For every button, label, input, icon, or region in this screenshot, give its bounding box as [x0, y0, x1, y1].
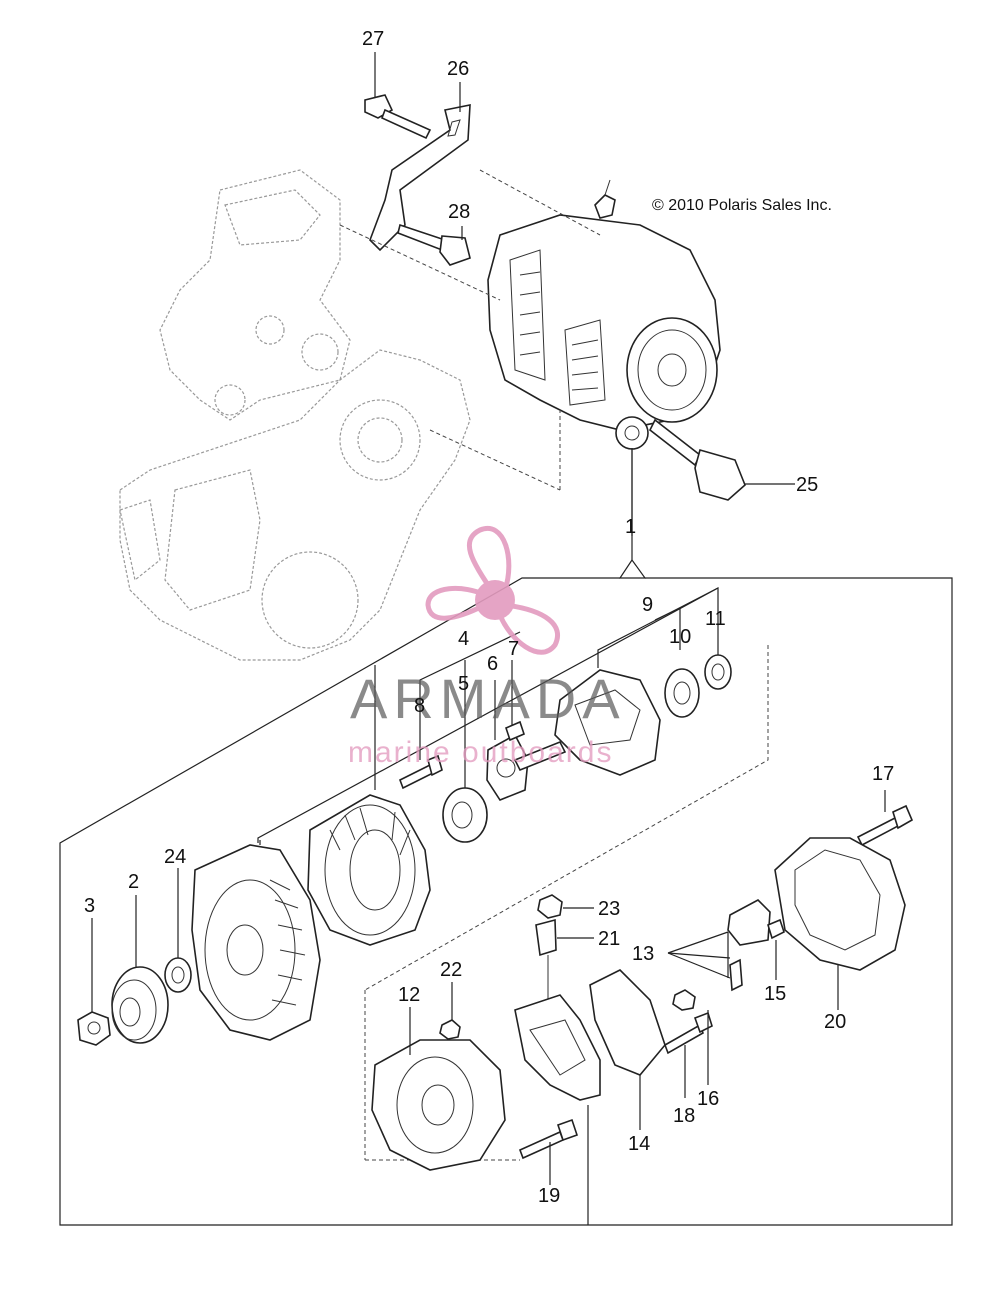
callout-17: 17: [872, 763, 894, 785]
callout-28: 28: [448, 201, 470, 223]
bearing-10: [664, 668, 700, 718]
callout-18: 18: [673, 1105, 695, 1127]
nut-23: [537, 894, 563, 919]
callout-13: 13: [632, 943, 654, 965]
rectifier: [514, 955, 601, 1101]
front-housing: [191, 844, 321, 1041]
nut-16: [672, 989, 696, 1011]
callout-8: 8: [414, 695, 425, 717]
bolt-8: [398, 754, 443, 790]
callout-5: 5: [458, 673, 469, 695]
copyright-text: © 2010 Polaris Sales Inc.: [652, 197, 832, 214]
assembly-frame: [59, 448, 953, 1226]
callout-7: 7: [508, 638, 519, 660]
callout-14: 14: [628, 1133, 650, 1155]
callout-10: 10: [669, 626, 691, 648]
callout-9: 9: [642, 594, 653, 616]
callout-27: 27: [362, 28, 384, 50]
rotor-9: [513, 669, 661, 776]
callout-4: 4: [458, 628, 469, 650]
callout-22: 22: [440, 959, 462, 981]
callout-1: 1: [625, 516, 636, 538]
bolt-25: [648, 418, 746, 501]
insulator-21: [535, 918, 557, 957]
washer-11: [704, 654, 732, 690]
spacer-24: [164, 957, 192, 993]
bolt-28: [397, 223, 471, 266]
callout-15: 15: [764, 983, 786, 1005]
bearing-5: [442, 787, 488, 843]
screw-15: [767, 918, 785, 940]
callout-3: 3: [84, 895, 95, 917]
nut-3: [77, 1011, 111, 1046]
nut-22: [439, 1019, 461, 1040]
callout-6: 6: [487, 653, 498, 675]
watermark-subtitle: marine outboards: [348, 736, 613, 769]
bolt-27: [364, 94, 432, 140]
leader-lines: [91, 52, 886, 1185]
stator: [307, 794, 431, 946]
callout-12: 12: [398, 984, 420, 1006]
brush-holder-14: [589, 969, 666, 1076]
propeller-logo-icon: [425, 525, 560, 655]
bolt-18: [664, 1011, 713, 1055]
callout-16: 16: [697, 1088, 719, 1110]
callout-2: 2: [128, 871, 139, 893]
callout-26: 26: [447, 58, 469, 80]
engine-block-ghost: [119, 169, 471, 661]
regulator-13: [727, 899, 771, 992]
watermark-title: ARMADA: [350, 667, 626, 730]
screw-7: [505, 720, 525, 742]
alternator-assembly: [487, 179, 721, 450]
callout-11: 11: [705, 608, 726, 630]
callout-20: 20: [824, 1011, 846, 1033]
pulley-2: [111, 966, 169, 1044]
bracket-26: [369, 104, 471, 252]
rear-cover-20: [774, 837, 906, 971]
bolt-17: [856, 804, 914, 847]
callout-21: 21: [598, 928, 620, 950]
bolt-19: [518, 1118, 579, 1160]
callout-labels: 27 26 28 25 1 9 10 11 4 5 6 7 8 17 24 2 …: [84, 28, 894, 1207]
callout-24: 24: [164, 846, 186, 868]
callout-25: 25: [796, 474, 818, 496]
rear-housing-12: [371, 1039, 506, 1171]
callout-19: 19: [538, 1185, 560, 1207]
watermark: ARMADA marine outboards: [348, 525, 626, 769]
callout-23: 23: [598, 898, 620, 920]
